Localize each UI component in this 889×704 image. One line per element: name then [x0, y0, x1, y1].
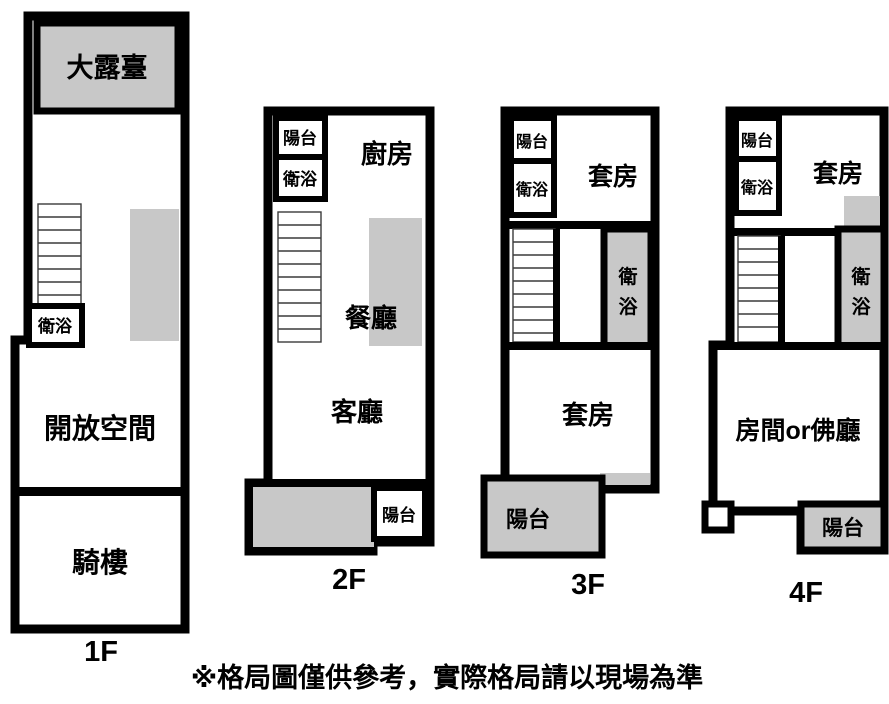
floor-1f: 大露臺 衛浴 開放空間 騎樓 1F	[10, 11, 190, 668]
disclaimer-text: ※格局圖僅供參考，實際格局請以現場為準	[191, 662, 703, 693]
stairs-1f-steps	[38, 216, 81, 296]
room-suite-top-4f-label: 套房	[812, 159, 863, 188]
floor-4f-title: 4F	[789, 577, 823, 609]
room-suite-main-label: 套房	[562, 400, 614, 430]
wall-3f-lower	[505, 342, 655, 350]
stairs-3f	[512, 228, 556, 343]
stairs-3f-steps	[513, 241, 555, 334]
room-bath-top-3f	[508, 158, 557, 218]
room-balcony-bottom-4f-label: 陽台	[822, 516, 864, 540]
stairs-4f	[737, 235, 781, 343]
shaded-area-2f	[369, 218, 422, 346]
room-bath-mid-4f-char2: 浴	[851, 296, 871, 318]
room-balcony-top-2f-label: 陽台	[283, 128, 317, 148]
stairs-2f-steps	[278, 224, 321, 330]
stairs-4f-steps	[738, 248, 780, 328]
room-balcony-bottom-2f	[371, 485, 428, 542]
room-balcony-bottom-2f-label: 陽台	[382, 505, 416, 525]
room-balcony-top-3f-label: 陽台	[516, 132, 548, 151]
shaded-balcony-2f	[253, 487, 374, 547]
wall-1f-divider	[15, 487, 185, 496]
room-open-space-label: 開放空間	[44, 412, 156, 444]
room-bath-top-4f-label: 衛浴	[740, 178, 774, 197]
room-kitchen-label: 廚房	[361, 139, 413, 169]
room-bath-top-3f-label: 衛浴	[515, 180, 549, 199]
wall-2f-divider	[253, 479, 430, 487]
room-bath-top-2f	[273, 154, 328, 202]
room-balcony-bottom-4f	[797, 500, 888, 554]
floor-2f: 陽台 衛浴 廚房 餐廳 客廳 陽台 2F	[244, 106, 435, 596]
room-balcony-top-3f	[508, 115, 557, 164]
room-main-4f-label: 房間or佛廳	[735, 416, 860, 445]
room-balcony-bottom-3f	[480, 474, 606, 559]
notch-4f	[701, 500, 735, 534]
room-suite-top-3f-label: 套房	[587, 162, 638, 191]
room-bath-mid-3f-char2: 浴	[618, 296, 638, 318]
shaded-strip-3f	[600, 473, 650, 485]
room-arcade-label: 騎樓	[72, 547, 128, 578]
wall-4f-stairwell	[778, 236, 785, 350]
floor-1f-title: 1F	[84, 636, 118, 668]
room-bath-1f-label: 衛浴	[37, 316, 73, 336]
wall-4f-lower	[713, 342, 884, 350]
room-bath-mid-3f-char1: 衛	[617, 265, 637, 288]
floor-3f-title: 3F	[571, 569, 605, 601]
wall-4f-upper	[730, 228, 884, 236]
room-bath-mid-4f-char1: 衛	[850, 265, 870, 288]
room-balcony-bottom-3f-label: 陽台	[506, 507, 550, 532]
wall-3f-stairwell	[553, 229, 560, 350]
room-dining-label: 餐廳	[345, 303, 397, 333]
room-bath-mid-4f	[834, 225, 888, 350]
room-balcony-top-4f-label: 陽台	[741, 131, 773, 150]
floor-2f-title: 2F	[332, 564, 366, 596]
room-bath-top-4f	[733, 156, 782, 216]
floor-4f: 陽台 衛浴 套房 衛 浴 房間or佛廳 陽台 4F	[701, 106, 889, 609]
stairs-1f	[37, 203, 82, 307]
room-living-label: 客廳	[331, 397, 383, 427]
wall-3f-upper	[505, 221, 655, 229]
room-bath-top-2f-label: 衛浴	[282, 169, 318, 189]
room-terrace-label: 大露臺	[67, 53, 148, 83]
room-terrace	[33, 19, 182, 115]
shaded-area-1f	[130, 209, 179, 341]
room-bath-1f	[26, 303, 85, 348]
floor-3f: 陽台 衛浴 套房 衛 浴 套房 陽台 3F	[480, 106, 660, 601]
